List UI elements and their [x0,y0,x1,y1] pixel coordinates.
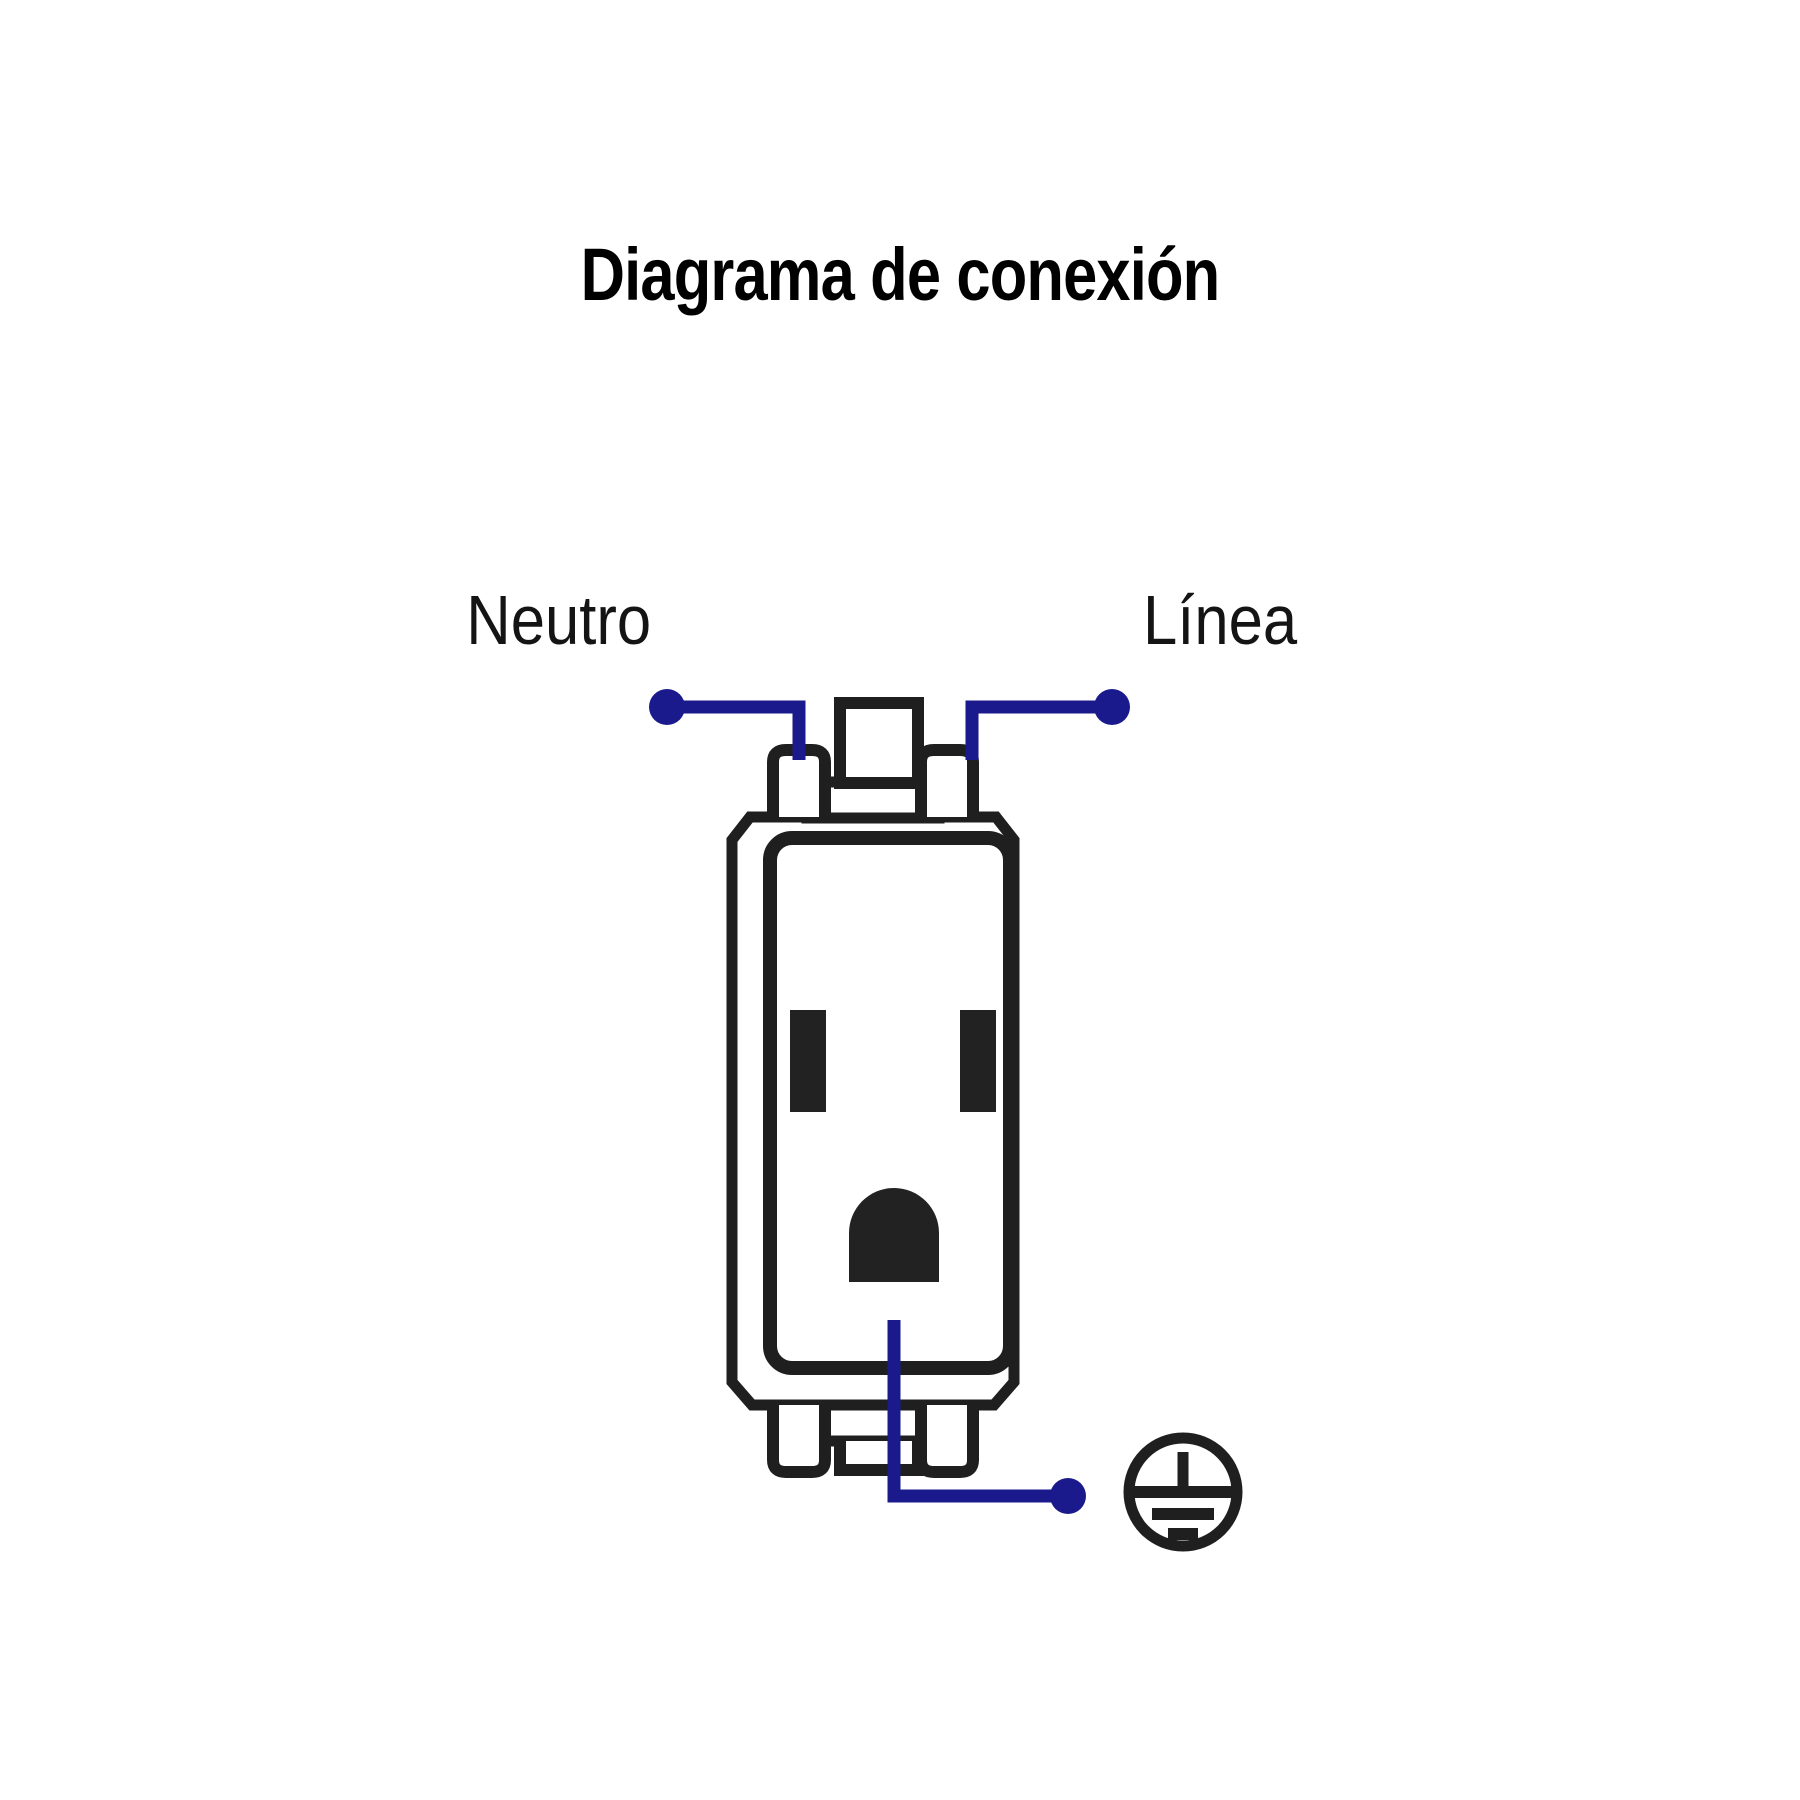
neutral-wire-label: Neutro [466,581,652,659]
line-blade-slot [960,1010,996,1112]
bottom-right-screw-terminal [915,1405,979,1478]
earth-ground-symbol [1123,1432,1243,1552]
bottom-mounting-post [834,1441,924,1476]
ground-pin-hole [849,1188,939,1282]
ground-symbol-bar-2 [1152,1508,1214,1520]
neutral-wire-path [667,700,806,760]
line-wire-label: Línea [1143,581,1298,659]
line-wire [965,689,1130,760]
ground-wire [887,1320,1086,1514]
neutral-wire [649,689,806,760]
neutral-screw-terminal [767,744,831,817]
line-wire-path [965,700,1112,760]
line-screw-terminal [915,744,979,817]
ground-symbol-bar-1 [1130,1486,1236,1498]
neutral-blade-slot [790,1010,826,1112]
ground-wire-path [887,1320,1068,1503]
ground-symbol-bar-3 [1168,1528,1198,1540]
neutral-wire-dot [649,689,685,725]
page-title: Diagrama de conexión [580,233,1221,316]
receptacle-outlet [726,697,1020,1478]
bottom-left-screw-terminal [767,1405,831,1478]
line-wire-dot [1094,689,1130,725]
ground-wire-dot [1050,1478,1086,1514]
top-mounting-post [834,697,924,789]
